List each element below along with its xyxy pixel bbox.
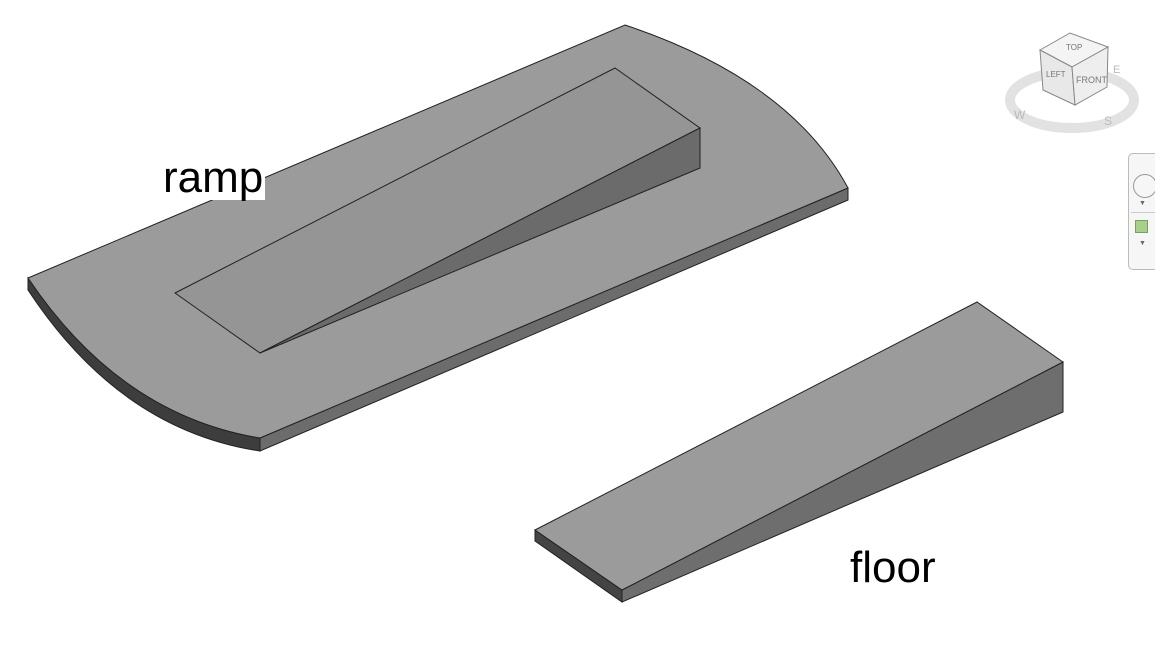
- navigation-bar: ▼ ▼: [1128, 153, 1155, 270]
- viewcube[interactable]: W S E TOP LEFT FRONT: [1005, 25, 1140, 135]
- floor-element[interactable]: [534, 301, 1064, 603]
- navbar-divider: [1131, 212, 1155, 213]
- zoom-region-icon[interactable]: [1135, 220, 1148, 233]
- compass-w[interactable]: W: [1014, 108, 1026, 122]
- zoom-dropdown[interactable]: ▼: [1139, 240, 1146, 247]
- steering-wheel-icon[interactable]: [1133, 174, 1155, 198]
- compass-s[interactable]: S: [1104, 114, 1112, 128]
- floor-label: floor: [850, 543, 936, 592]
- ramp-inner-side: [259, 127, 701, 354]
- cube-top-label: TOP: [1066, 43, 1082, 52]
- ramp-label: ramp: [161, 153, 266, 202]
- cube-front-label: FRONT: [1076, 75, 1107, 85]
- ramp-element[interactable]: [27, 24, 849, 452]
- cube-front[interactable]: [1071, 46, 1109, 106]
- compass-e[interactable]: E: [1113, 64, 1120, 76]
- steering-wheel-dropdown[interactable]: ▼: [1139, 200, 1146, 207]
- floor-top-face: [534, 301, 1064, 591]
- cube-left-label: LEFT: [1046, 70, 1066, 79]
